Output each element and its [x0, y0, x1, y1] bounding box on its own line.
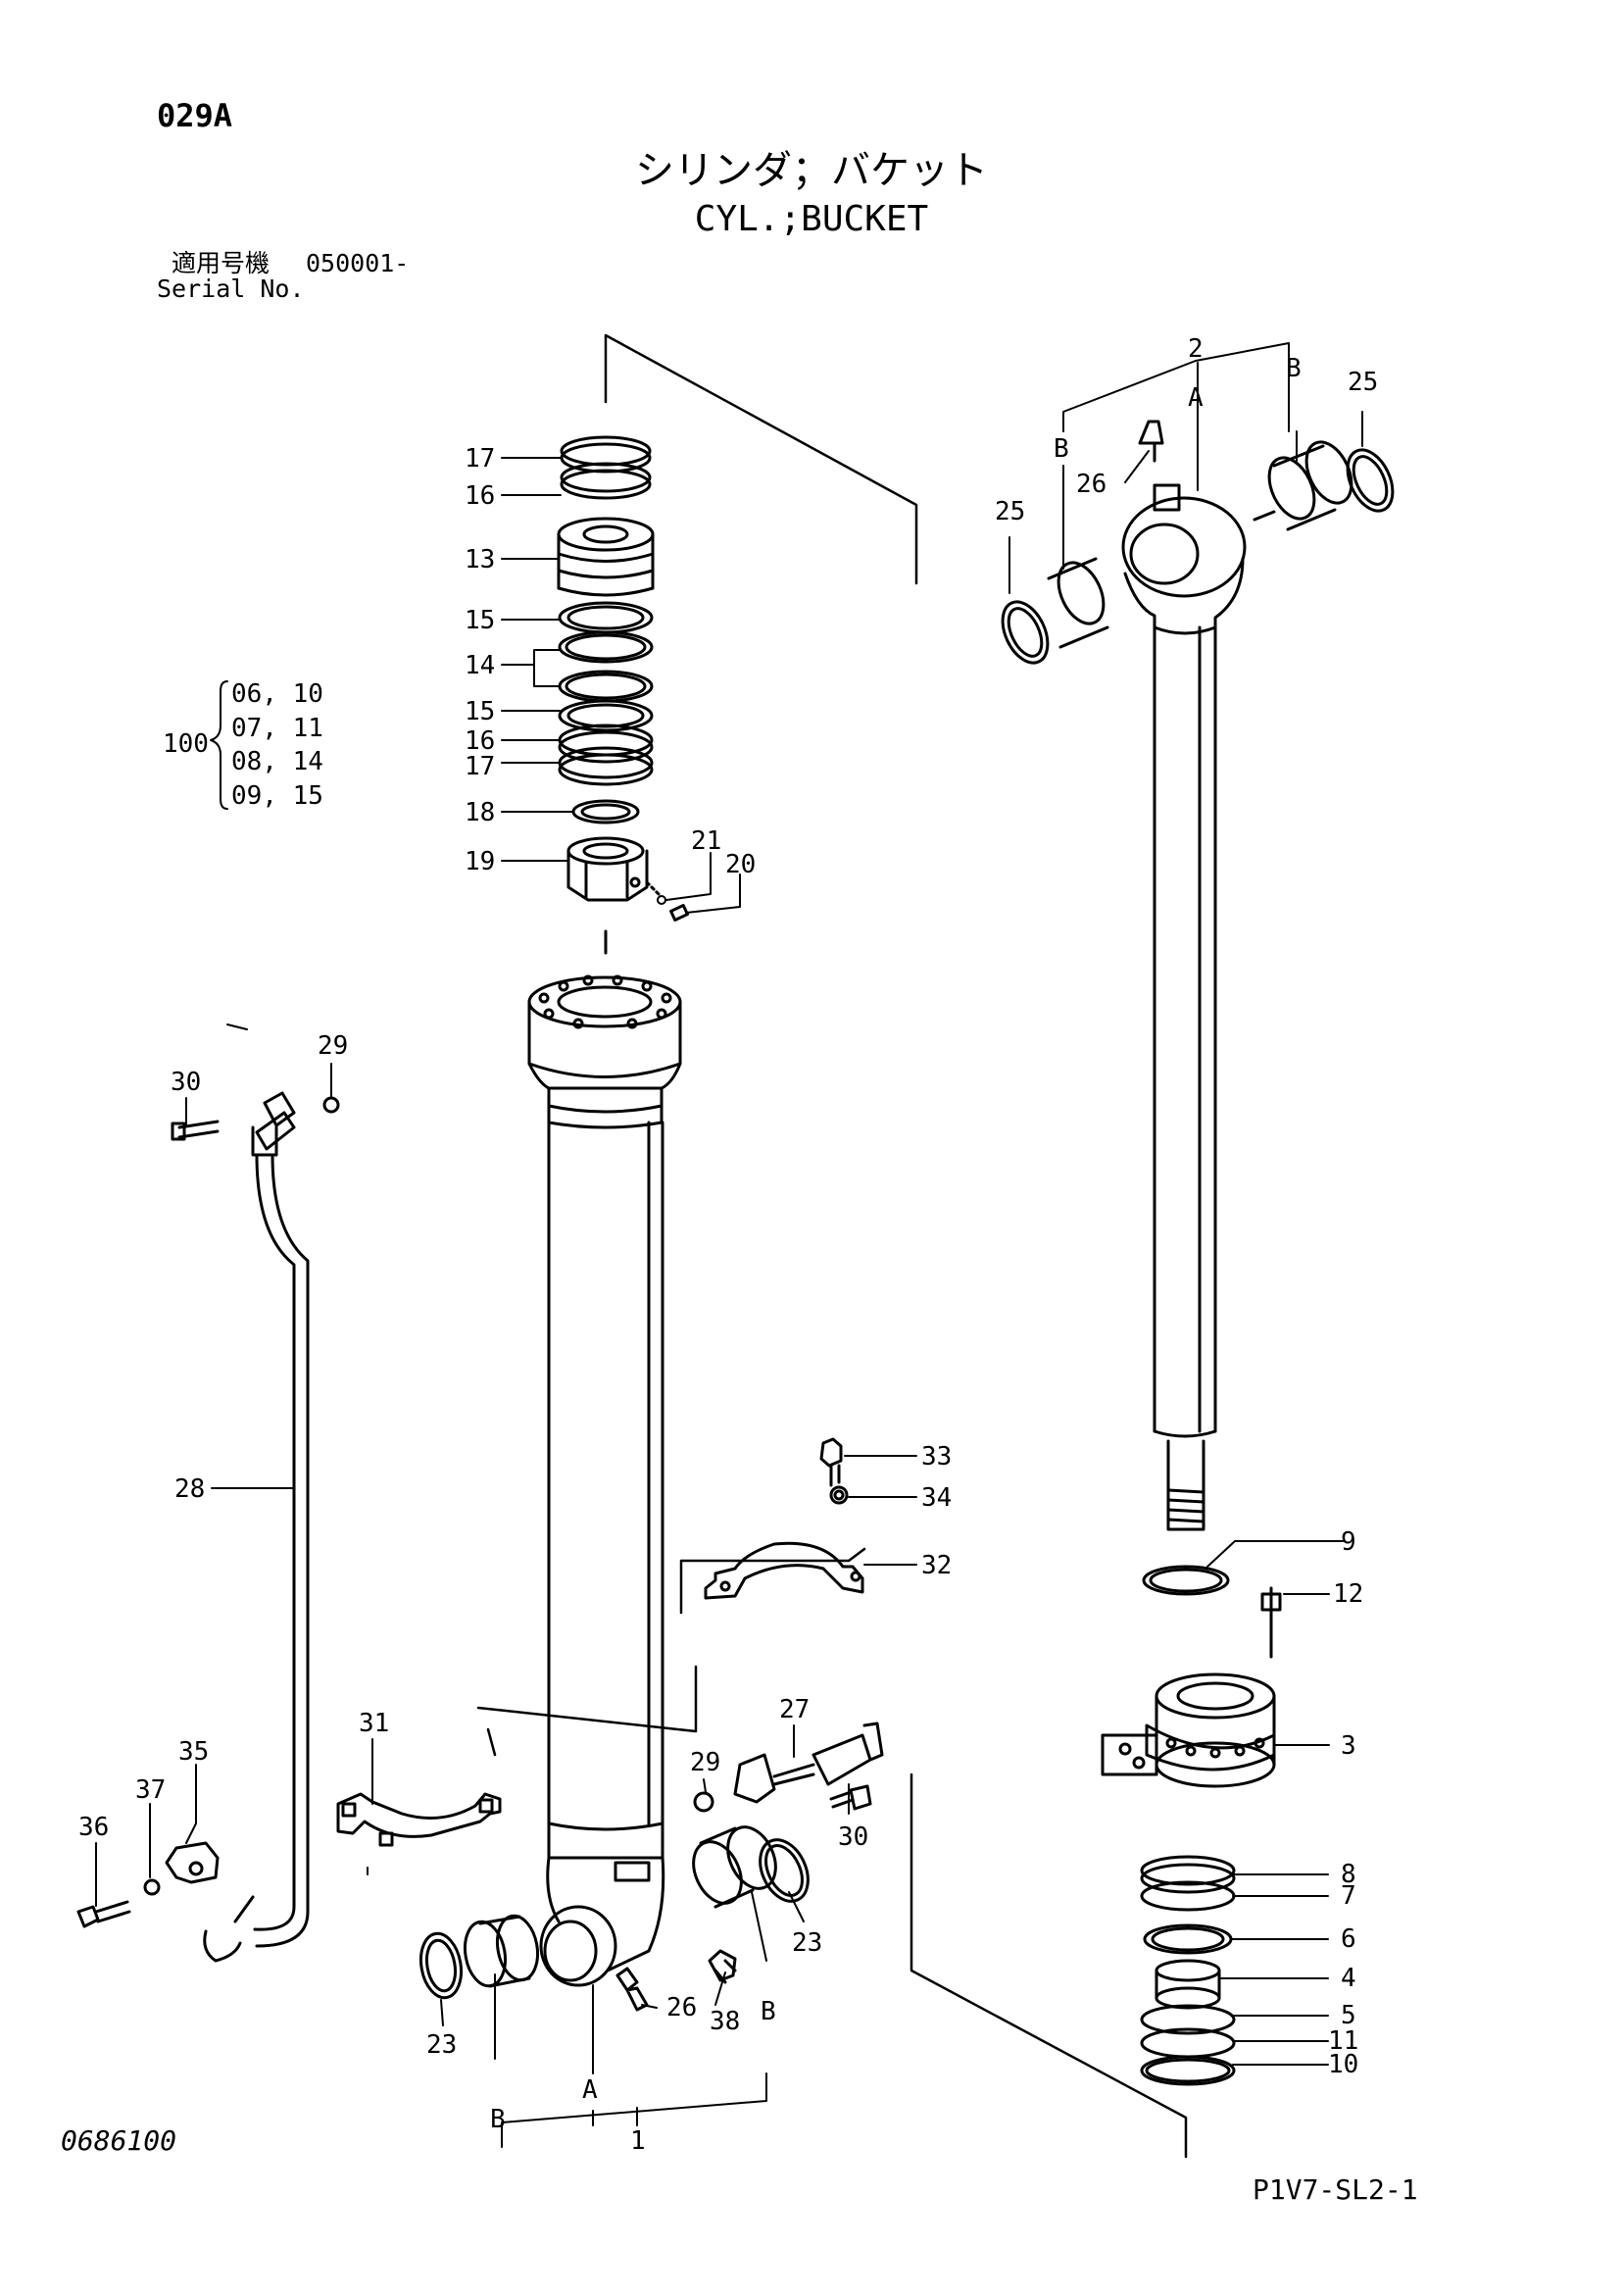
- piston-rod: [1121, 420, 1247, 1531]
- callout-32: 32: [921, 1551, 952, 1580]
- part-callouts: 17 16 13 15 14 15 16 17 18 19 21 20 2 A …: [78, 334, 1378, 2156]
- callout-18: 18: [465, 798, 495, 827]
- callout-29: 29: [318, 1031, 348, 1061]
- label-b-top-right: B: [1286, 354, 1302, 383]
- callout-27: 27: [779, 1695, 810, 1724]
- callout-25: 25: [995, 497, 1025, 526]
- callout-11: 11: [1328, 2026, 1358, 2056]
- callout-17: 17: [465, 752, 495, 781]
- label-b-bottom-right: B: [761, 1997, 776, 2026]
- callout-29: 29: [690, 1748, 720, 1777]
- document-number: 0686100: [61, 2124, 177, 2157]
- callout-37: 37: [135, 1775, 166, 1805]
- kit-item: 07, 11: [231, 714, 323, 743]
- callout-33: 33: [921, 1442, 952, 1472]
- callout-2: 2: [1188, 334, 1204, 364]
- callout-3: 3: [1341, 1731, 1356, 1761]
- callout-4: 4: [1341, 1964, 1356, 1993]
- section-guide-lines: [476, 333, 1188, 2159]
- callout-35: 35: [178, 1737, 209, 1767]
- serial-label-japanese: 適用号機: [172, 249, 270, 277]
- callout-6: 6: [1341, 1924, 1356, 1954]
- serial-label-english: Serial No.: [157, 275, 305, 303]
- label-b-bottom-left: B: [490, 2105, 506, 2134]
- rod-cover-seal-stack: [557, 435, 689, 955]
- callout-7: 7: [1341, 1881, 1356, 1911]
- callout-5: 5: [1341, 2001, 1356, 2030]
- callout-30: 30: [171, 1068, 201, 1097]
- callout-34: 34: [921, 1483, 952, 1513]
- callout-8: 8: [1341, 1860, 1356, 1889]
- callout-14: 14: [465, 651, 495, 680]
- piston-assembly: [1101, 1565, 1282, 2086]
- grease-fittings: [615, 1722, 884, 2012]
- callout-15: 15: [465, 697, 495, 726]
- kit-item: 08, 14: [231, 747, 323, 776]
- kit-list: 100 06, 10 07, 11 08, 14 09, 15: [163, 679, 323, 811]
- callout-26: 26: [666, 1993, 697, 2022]
- callout-10: 10: [1328, 2050, 1358, 2079]
- callout-20: 20: [725, 850, 756, 879]
- kit-item: 06, 10: [231, 679, 323, 709]
- kit-item: 09, 15: [231, 781, 323, 811]
- callout-12: 12: [1333, 1579, 1363, 1609]
- callout-23: 23: [426, 2030, 457, 2060]
- page-title-japanese: シリンダ；バケット: [635, 148, 988, 193]
- page-code: P1V7-SL2-1: [1253, 2173, 1418, 2206]
- callout-17: 17: [465, 444, 495, 474]
- label-b-top-left: B: [1054, 434, 1069, 464]
- callout-16: 16: [465, 481, 495, 511]
- callout-1: 1: [630, 2126, 646, 2156]
- callout-21: 21: [691, 826, 721, 856]
- callout-15: 15: [465, 606, 495, 635]
- cylinder-tube: [527, 974, 682, 1987]
- callout-23: 23: [792, 1928, 822, 1958]
- callout-19: 19: [465, 847, 495, 876]
- page-title-english: CYL.;BUCKET: [694, 199, 929, 239]
- pipe-clamps: [76, 1437, 864, 1928]
- lubrication-pipe: [171, 1091, 340, 1963]
- callout-16: 16: [465, 726, 495, 756]
- leader-lines: [95, 342, 1363, 2148]
- serial-number-value: 050001-: [306, 249, 410, 277]
- callout-26: 26: [1076, 470, 1107, 499]
- tube-eye-bushings: [418, 1825, 810, 2000]
- kit-label: 100: [163, 729, 209, 759]
- rod-eye-bushings: [1001, 440, 1395, 665]
- callout-9: 9: [1341, 1527, 1356, 1557]
- callout-36: 36: [78, 1813, 109, 1842]
- label-a-top: A: [1188, 383, 1204, 413]
- callout-30: 30: [838, 1822, 868, 1852]
- callout-38: 38: [710, 2007, 740, 2036]
- sheet-id: 029A: [157, 97, 233, 134]
- callout-31: 31: [359, 1709, 389, 1738]
- label-a-bottom: A: [582, 2075, 598, 2105]
- callout-28: 28: [174, 1474, 205, 1504]
- callout-13: 13: [465, 545, 495, 574]
- callout-25: 25: [1348, 368, 1378, 397]
